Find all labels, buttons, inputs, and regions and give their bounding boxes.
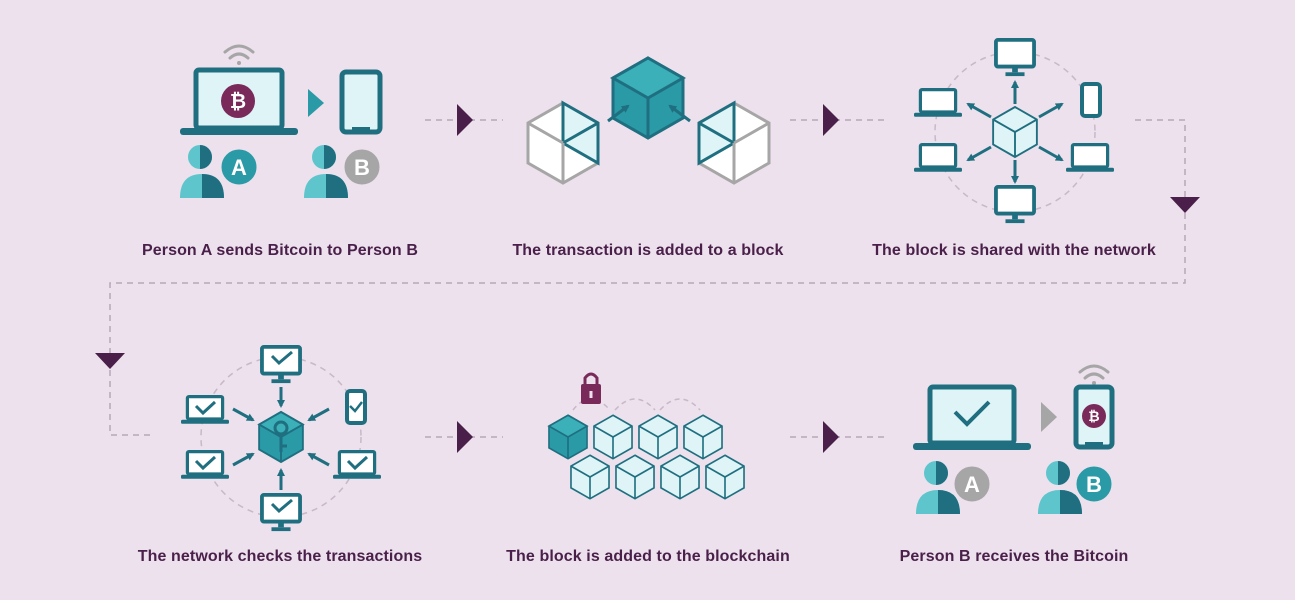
arrow-icon — [457, 104, 473, 136]
person-a-icon: A — [180, 145, 260, 198]
laptop-icon — [914, 88, 962, 119]
arrow-icon — [1041, 402, 1057, 432]
network-arrows — [232, 387, 330, 490]
padlock-icon — [581, 372, 601, 404]
person-a-icon: A — [916, 461, 993, 514]
cube-icon-left — [526, 100, 600, 185]
network-arrows — [966, 80, 1064, 184]
step-4-caption: The network checks the transactions — [137, 548, 423, 565]
step-2-illustration — [526, 56, 771, 185]
arrow-icon — [457, 421, 473, 453]
arrow-icon — [308, 89, 324, 117]
step-3-illustration — [914, 38, 1114, 225]
key-icon — [273, 420, 289, 452]
blockchain-cubes — [548, 414, 745, 500]
flow-arrowheads — [95, 104, 1200, 453]
step-6-illustration: ₿ A B — [913, 364, 1115, 514]
monitor-icon — [259, 345, 303, 385]
cube-icon-key — [258, 411, 304, 463]
laptop-icon — [1066, 143, 1114, 174]
svg-text:₿: ₿ — [1088, 409, 1099, 425]
step-6-caption: Person B receives the Bitcoin — [899, 548, 1129, 565]
monitor-icon — [993, 38, 1037, 78]
svg-text:A: A — [964, 472, 980, 497]
svg-text:B: B — [354, 155, 370, 180]
cube-icon-right — [697, 100, 771, 185]
person-b-icon: B — [304, 145, 383, 198]
svg-text:B: B — [1086, 472, 1102, 497]
new-block-cube — [548, 414, 588, 460]
checkmark-icon — [953, 400, 991, 427]
cube-icon-center — [609, 56, 687, 140]
bitcoin-icon: ₿ — [1082, 404, 1106, 428]
arrow-icon — [823, 421, 839, 453]
laptop-icon — [181, 395, 229, 426]
phone-icon — [1080, 82, 1102, 118]
laptop-icon — [913, 384, 1031, 450]
arrow-icon — [1170, 197, 1200, 213]
arrow-icon — [823, 104, 839, 136]
phone-icon — [339, 69, 383, 135]
monitor-icon — [993, 185, 1037, 225]
phone-icon — [345, 389, 367, 425]
step-3-caption: The block is shared with the network — [872, 242, 1156, 259]
step-5-illustration — [548, 372, 745, 500]
flow-connectors — [109, 119, 1186, 438]
cube-icon — [992, 106, 1038, 158]
monitor-icon — [259, 493, 303, 533]
wifi-icon — [1078, 364, 1110, 385]
laptop-icon — [914, 143, 962, 174]
bitcoin-icon: ₿ — [221, 84, 255, 118]
step-2-caption: The transaction is added to a block — [512, 242, 784, 259]
svg-text:A: A — [231, 155, 247, 180]
step-5-caption: The block is added to the blockchain — [506, 548, 790, 565]
svg-text:₿: ₿ — [230, 89, 246, 113]
arrow-icon — [95, 353, 125, 369]
step-1-caption: Person A sends Bitcoin to Person B — [141, 242, 419, 259]
step-4-illustration — [181, 345, 381, 533]
person-b-icon: B — [1038, 461, 1115, 514]
step-1-illustration: ₿ A B — [180, 44, 383, 198]
laptop-icon — [333, 450, 381, 481]
wifi-icon — [223, 44, 255, 65]
laptop-icon — [181, 450, 229, 481]
